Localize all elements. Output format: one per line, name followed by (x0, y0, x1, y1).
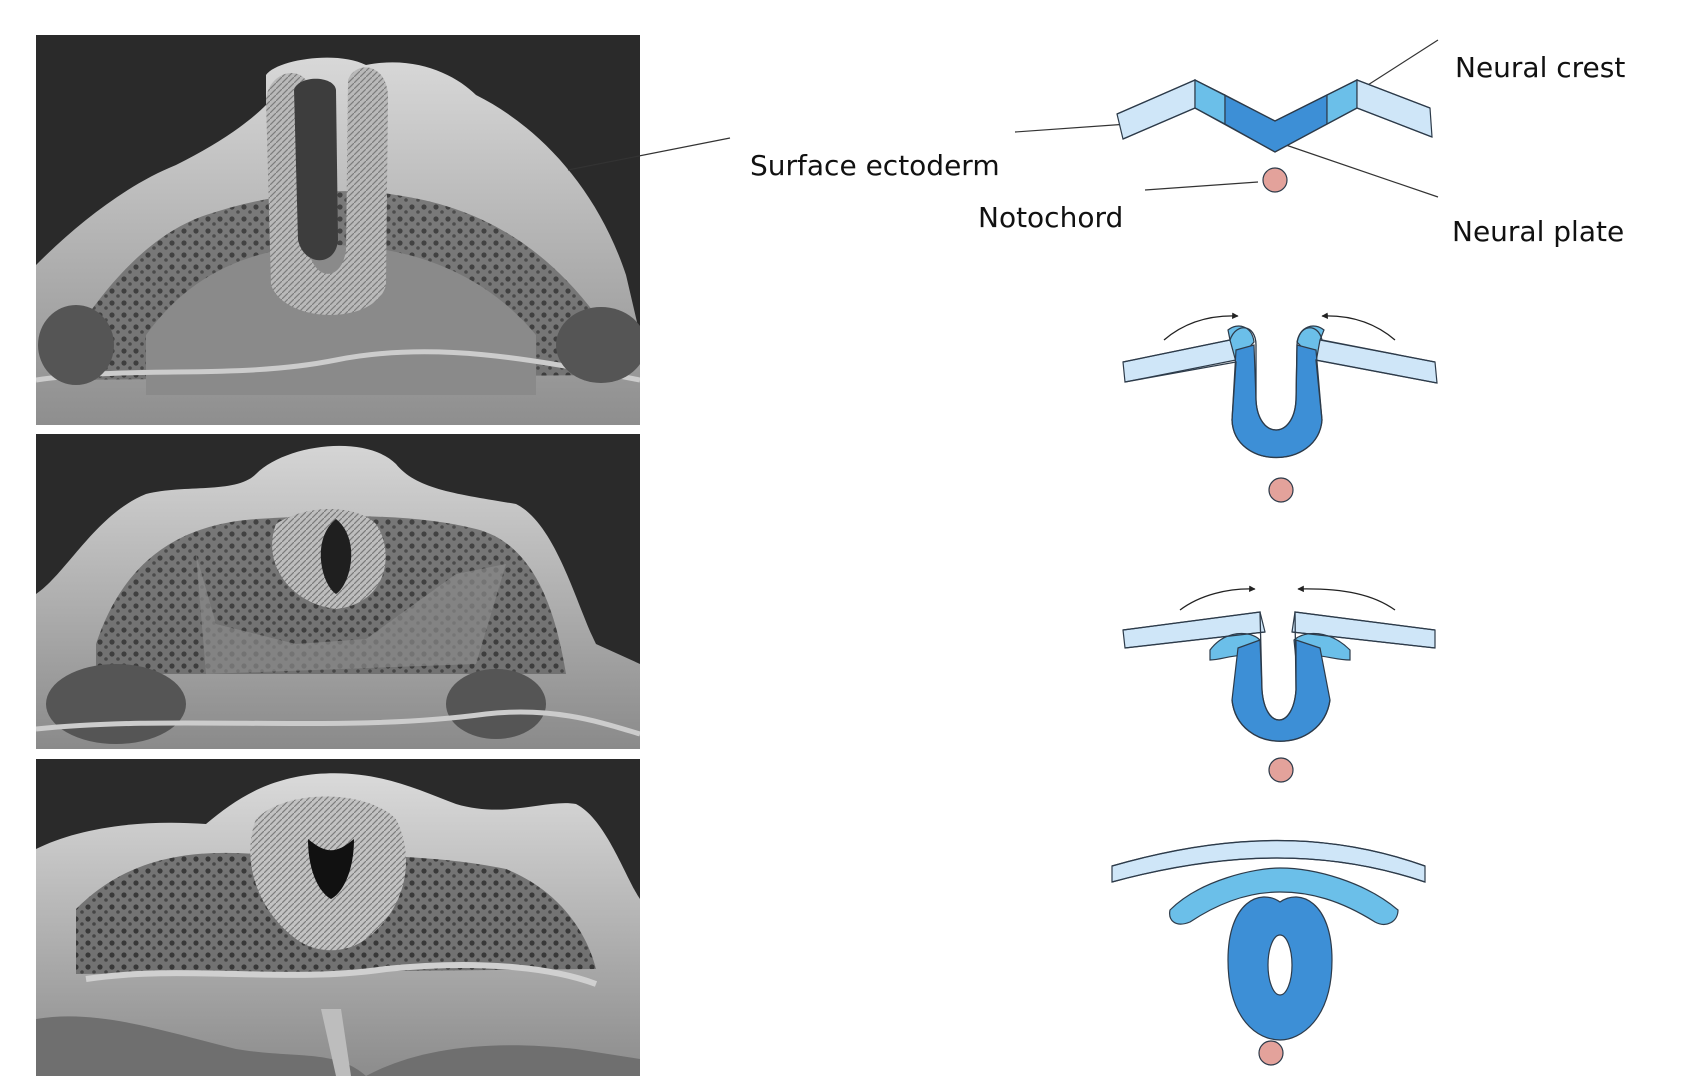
stage-4-outline (1111, 839, 1426, 883)
micrograph-stage-2-drawing (36, 434, 640, 749)
micrograph-stage-3 (36, 759, 640, 1076)
micrograph-stage-1 (36, 35, 640, 425)
stage-1-outline (1116, 79, 1433, 153)
neural-crest-4 (1169, 867, 1399, 925)
fold-arrow-left-3 (1179, 585, 1256, 611)
fold-arrow-right-2 (1321, 312, 1396, 341)
notochord-stage-4 (1258, 1040, 1284, 1066)
fold-arrow-left-2 (1163, 312, 1239, 341)
neural-tube-lumen (1267, 934, 1293, 996)
schematic-stage-4 (1111, 839, 1426, 1066)
schematic-stage-2 (1122, 312, 1438, 503)
leader-line-surface-ectoderm (1014, 123, 1129, 133)
neural-crest-left (1194, 79, 1226, 125)
schematic-stage-1 (1116, 79, 1433, 193)
stage-2-outline (1122, 327, 1438, 459)
leader-line-neural-plate (1279, 142, 1439, 198)
neural-crest-right (1326, 79, 1358, 125)
label-notochord: Notochord (978, 201, 1124, 234)
surface-ectoderm-left-2 (1122, 339, 1237, 383)
neural-groove (1231, 344, 1323, 459)
notochord-stage-1 (1262, 167, 1288, 193)
label-surface-ectoderm: Surface ectoderm (750, 149, 1000, 182)
micrograph-stage-2 (36, 434, 640, 749)
surface-ectoderm-right (1356, 79, 1433, 138)
micrograph-stage-1-drawing (36, 35, 640, 425)
label-neural-crest: Neural crest (1455, 51, 1626, 84)
surface-ectoderm-right-2 (1314, 339, 1438, 384)
fold-arrow-right-3 (1297, 585, 1396, 611)
neural-tube-closing (1231, 639, 1331, 742)
schematic-stage-3 (1122, 585, 1436, 783)
stage-3-outline (1122, 611, 1436, 742)
notochord-stage-3 (1268, 757, 1294, 783)
micrograph-stage-3-drawing (36, 759, 640, 1076)
leader-line-notochord (1144, 181, 1259, 191)
leader-line-surface-ectoderm-micrograph (567, 137, 731, 171)
notochord-stage-2 (1268, 477, 1294, 503)
label-neural-plate: Neural plate (1452, 215, 1625, 248)
